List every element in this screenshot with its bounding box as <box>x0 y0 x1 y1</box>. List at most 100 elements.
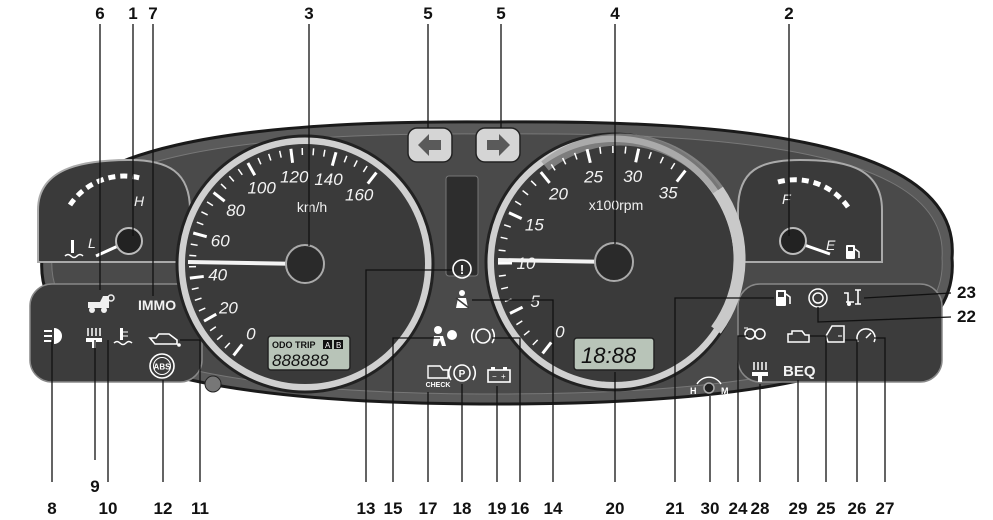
lights-dial-low-label: M <box>721 386 729 396</box>
clock-display <box>573 337 655 371</box>
tachometer-tick <box>561 157 567 165</box>
callout-24: 24 <box>729 499 748 518</box>
callout-4: 4 <box>610 4 620 23</box>
callout-29: 29 <box>789 499 808 518</box>
callout-9: 9 <box>90 477 99 496</box>
callout-leader-24 <box>737 335 748 482</box>
speedometer-tick <box>201 211 209 216</box>
speedometer-tick <box>257 157 262 165</box>
speedometer-tick <box>246 162 257 176</box>
callout-leader-11 <box>180 339 201 482</box>
coolant-temp-icon <box>64 240 84 259</box>
odometer-trip-b: B <box>336 341 341 350</box>
speedometer-tick <box>237 168 243 176</box>
callout-15: 15 <box>384 499 403 518</box>
speedometer-tick <box>189 274 204 280</box>
fuel-full-label: F <box>782 191 792 207</box>
callout-5: 5 <box>496 4 505 23</box>
glow-plug-icon <box>86 328 102 348</box>
battery-icon: − + <box>487 367 511 383</box>
speedometer-tick <box>353 160 358 168</box>
dpf-filter-icon <box>744 327 766 340</box>
tachometer-tick <box>550 163 556 171</box>
master-warning-icon: ! <box>452 259 472 279</box>
odometer-trip-a: A <box>325 341 331 350</box>
coolant-warning-icon <box>113 328 133 346</box>
speedometer-tick <box>189 254 197 257</box>
tachometer-scale-label: 0 <box>555 322 565 341</box>
callout-14: 14 <box>544 499 563 518</box>
callout-8: 8 <box>47 499 56 518</box>
callout-30: 30 <box>701 499 720 518</box>
tachometer-scale-label: 25 <box>583 167 603 186</box>
speedometer-tick <box>190 243 198 247</box>
tachometer-tick <box>585 148 592 164</box>
speedometer-scale-label: 0 <box>246 324 256 343</box>
immobilizer-indicator: IMMO <box>138 297 176 313</box>
turn-signals <box>407 127 521 163</box>
key-car-icon <box>88 294 115 313</box>
tachometer-scale-label: 20 <box>548 185 568 204</box>
speedometer-ticks <box>189 148 378 357</box>
abs-warning-icon: ABS <box>149 353 175 379</box>
speedometer-tick <box>220 183 227 190</box>
callout-leader-13 <box>365 269 452 482</box>
left-turn-arrow-icon <box>418 134 441 156</box>
callout-28: 28 <box>751 499 770 518</box>
callout-11: 11 <box>191 499 209 518</box>
callout-13: 13 <box>357 499 376 518</box>
callout-25: 25 <box>817 499 836 518</box>
speedometer-tick <box>267 153 272 161</box>
callout-7: 7 <box>148 4 157 23</box>
abs-label: ABS <box>154 363 172 372</box>
speedometer-tick <box>191 287 199 291</box>
speedometer-tick <box>343 155 348 163</box>
fuel-empty-label: E <box>826 237 836 253</box>
callout-27: 27 <box>876 499 895 518</box>
right-warning-panel: H M BEQ <box>690 288 876 396</box>
tachometer-scale-label: 30 <box>623 167 642 186</box>
fuel-gauge: F E <box>737 158 883 263</box>
callout-leader-26 <box>845 339 858 482</box>
temp-high-label: H <box>134 193 145 209</box>
beq-indicator: BEQ <box>783 363 816 380</box>
callout-leader-27 <box>874 337 886 482</box>
callout-21: 21 <box>666 499 685 518</box>
lights-level-dial: H M <box>690 376 729 396</box>
speedometer-scale-label: 60 <box>211 231 230 250</box>
callout-12: 12 <box>154 499 173 518</box>
speedometer-tick <box>192 231 208 239</box>
tachometer-tick <box>508 211 523 221</box>
speedometer-hub <box>285 244 325 284</box>
tachometer-tick <box>522 189 529 196</box>
tachometer-scale-label: 35 <box>659 184 678 203</box>
callout-22: 22 <box>957 307 976 326</box>
speedometer-tick <box>198 307 206 312</box>
callout-3: 3 <box>304 4 313 23</box>
tachometer-tick <box>539 171 551 184</box>
speedometer-tick <box>278 150 282 158</box>
glow-plug-right-icon <box>752 362 768 382</box>
speedometer-scale-label: 80 <box>226 201 245 220</box>
callout-leader-14 <box>472 299 554 482</box>
speedometer-tick <box>289 148 295 163</box>
speedometer-tick <box>196 221 204 226</box>
tachometer-tick <box>503 224 512 228</box>
callout-5: 5 <box>423 4 432 23</box>
speedometer-tick <box>206 201 214 207</box>
odometer-digits: 888888 <box>272 351 329 370</box>
speedometer-scale-label: 100 <box>247 178 276 197</box>
callout-26: 26 <box>848 499 867 518</box>
tachometer-tick <box>509 305 524 315</box>
tachometer-tick <box>675 169 687 183</box>
tachometer-tick <box>624 146 627 154</box>
temperature-gauge: H L <box>37 158 191 263</box>
tachometer-scale-label: 5 <box>530 292 540 311</box>
callout-17: 17 <box>419 499 438 518</box>
tachometer-tick <box>532 339 539 346</box>
battery-plus-sign: + <box>501 372 506 381</box>
check-engine-label: CHECK <box>426 382 451 389</box>
